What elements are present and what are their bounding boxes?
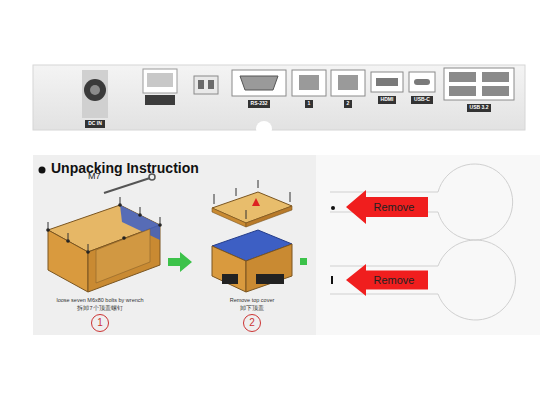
callout-text: 2 bbox=[249, 318, 255, 328]
arrow-text: Remove bbox=[374, 202, 415, 213]
port-label: USB 3.2 bbox=[467, 104, 492, 112]
remove-arrow: Remove bbox=[346, 190, 428, 224]
port-label: HDMI bbox=[378, 96, 397, 104]
part-name: M7 bbox=[88, 172, 101, 182]
step-caption: Remove top cover bbox=[230, 297, 275, 303]
step-caption: 拆卸7个顶盖螺钉 bbox=[77, 305, 122, 311]
title: Unpacking Instruction bbox=[51, 161, 199, 176]
step-caption: 卸下顶盖 bbox=[240, 305, 264, 311]
step-caption: loose seven M6x80 bolts by wrench bbox=[56, 297, 143, 303]
arrow-text: Remove bbox=[374, 275, 415, 286]
callout-number: 1 bbox=[91, 314, 109, 332]
callout-text: 1 bbox=[97, 318, 103, 328]
port-label: 2 bbox=[344, 100, 353, 108]
port-label: 1 bbox=[305, 100, 314, 108]
remove-arrow: Remove bbox=[346, 264, 428, 296]
port-label: RS-232 bbox=[248, 100, 271, 108]
port-label: DC IN bbox=[85, 120, 105, 128]
callout-number: 2 bbox=[243, 314, 261, 332]
port-label: USB-C bbox=[411, 96, 433, 104]
